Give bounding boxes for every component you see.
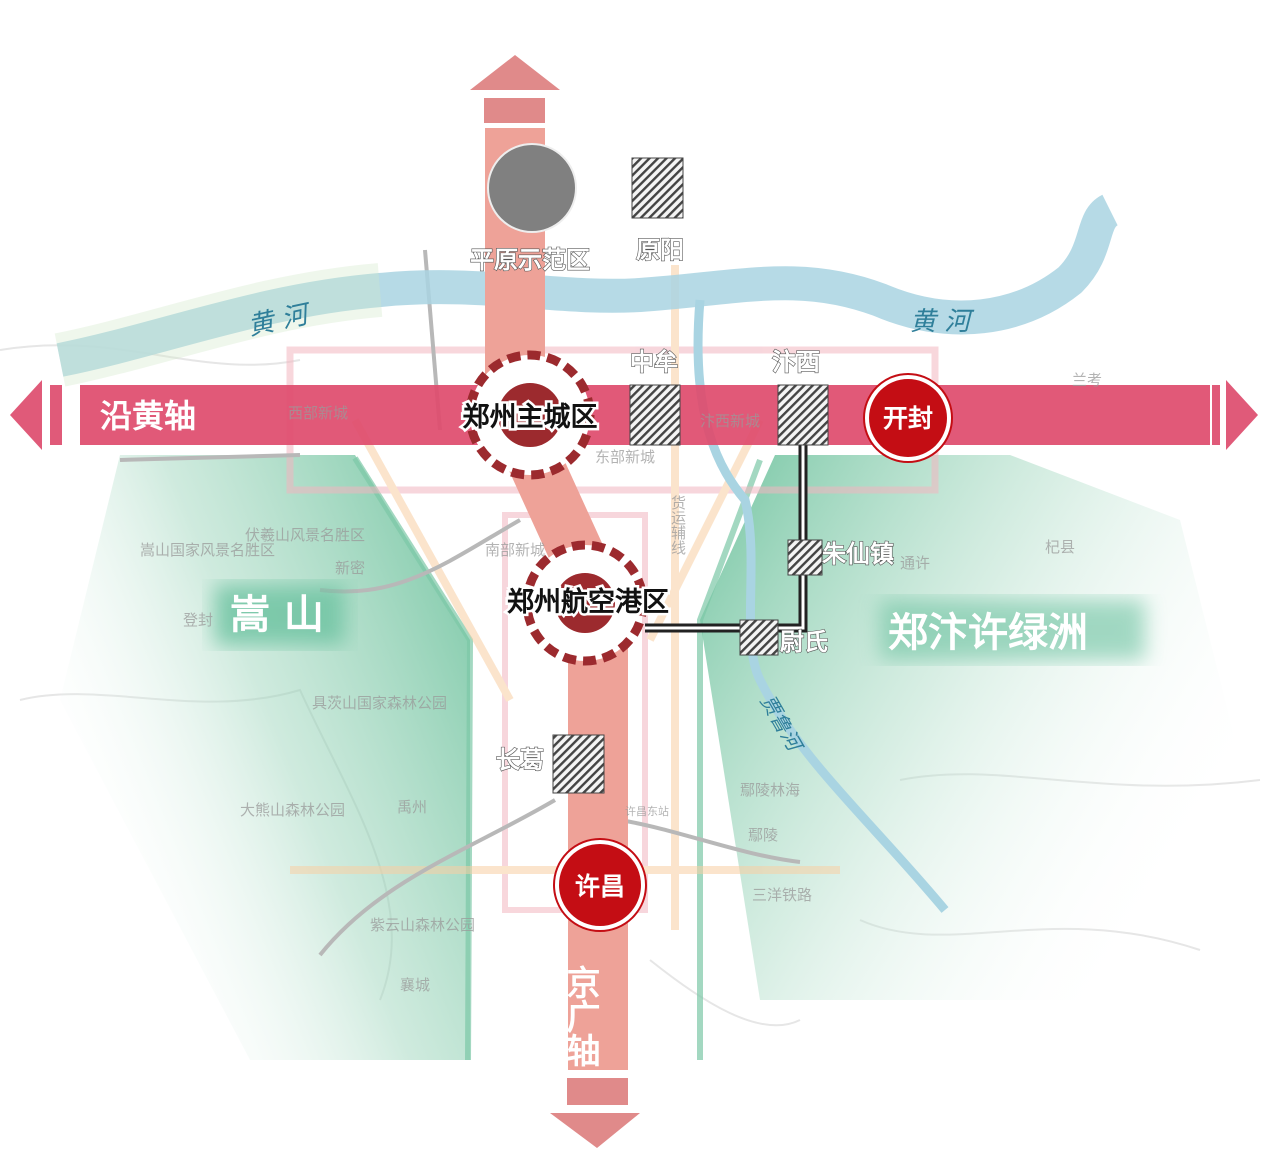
axis-arrow-right	[1226, 380, 1258, 450]
bg-south-new-city: 南部新城	[485, 541, 545, 559]
bianxi-label: 汴西	[772, 348, 820, 376]
changge-label: 长葛	[496, 746, 544, 774]
axis-arrow-down	[550, 1113, 640, 1148]
airport-core-label: 郑州航空港区	[507, 586, 669, 618]
weishi-node	[739, 619, 779, 656]
bg-east-new-city: 东部新城	[595, 448, 655, 466]
oasis-label: 郑汴许绿洲	[888, 610, 1088, 656]
bg-tongxu: 通许	[900, 554, 930, 572]
zhongmou-label: 中牟	[630, 348, 678, 376]
bg-dengfeng: 登封	[183, 611, 213, 629]
bg-freight-line: 货运辅线	[669, 495, 687, 555]
xuchang-label: 许昌	[575, 872, 625, 901]
background-labels: 西部新城 东部新城 南部新城 汴西新城 货运辅线 伏羲山风景名胜区 嵩山国家风景…	[140, 371, 1102, 994]
zhengzhou-main-core: 郑州主城区	[460, 350, 600, 480]
bg-yanling-forest: 鄢陵林海	[740, 781, 800, 799]
jingguang-axis-label: 京广轴	[560, 965, 600, 1067]
oasis-green-zone	[700, 455, 1240, 1000]
pingyuan-node-circle	[487, 143, 577, 233]
yuanyang-node	[631, 157, 684, 219]
yanhuang-axis-label: 沿黄轴	[100, 397, 196, 435]
changge-node	[552, 734, 605, 794]
yellow-river-label-right: 黄 河	[910, 307, 975, 337]
bg-ziyun: 紫云山森林公园	[370, 916, 475, 934]
oasis-edge	[697, 458, 763, 1060]
bg-yuzhou: 禹州	[397, 798, 427, 816]
bg-sanyang-railway: 三洋铁路	[752, 886, 812, 904]
bg-juci: 具茨山国家森林公园	[312, 694, 447, 712]
bg-qixian: 杞县	[1045, 538, 1075, 556]
main-core-label: 郑州主城区	[463, 402, 598, 433]
bg-fuxi: 伏羲山风景名胜区	[245, 526, 365, 544]
weishi-label: 尉氏	[780, 628, 828, 656]
zhongmou-node	[629, 384, 681, 446]
bg-west-new-city: 西部新城	[288, 404, 348, 422]
kaifeng-city: 开封	[863, 373, 953, 463]
zhuxianzhen-label: 朱仙镇	[822, 540, 894, 568]
bg-xinmi: 新密	[335, 559, 365, 577]
yellow-river	[56, 194, 1120, 377]
bg-xiangcheng: 襄城	[400, 976, 430, 994]
bg-bianxi-new-city: 汴西新城	[700, 412, 760, 430]
axis-arrow-up	[470, 55, 560, 90]
bianxi-node	[777, 384, 829, 446]
bg-xuchang-east-station: 许昌东站	[625, 804, 669, 818]
kaifeng-label: 开封	[883, 404, 933, 433]
rail-link-inner	[645, 440, 805, 630]
yuanyang-label: 原阳	[636, 236, 684, 264]
bg-daxiong: 大熊山森林公园	[240, 801, 345, 819]
axis-arrow-left	[10, 380, 42, 450]
songshan-label: 嵩 山	[230, 592, 324, 638]
bg-yanling: 鄢陵	[748, 826, 778, 844]
bg-lankao: 兰考	[1072, 371, 1102, 389]
songshan-edge	[352, 456, 474, 1061]
yellow-river-bank	[54, 263, 383, 387]
airport-core: 郑州航空港区	[505, 540, 672, 666]
bg-songshan-park: 嵩山国家风景名胜区	[140, 541, 275, 559]
zhuxianzhen-node	[787, 539, 823, 576]
xuchang-city: 许昌	[553, 838, 647, 932]
pingyuan-label: 平原示范区	[470, 246, 590, 274]
